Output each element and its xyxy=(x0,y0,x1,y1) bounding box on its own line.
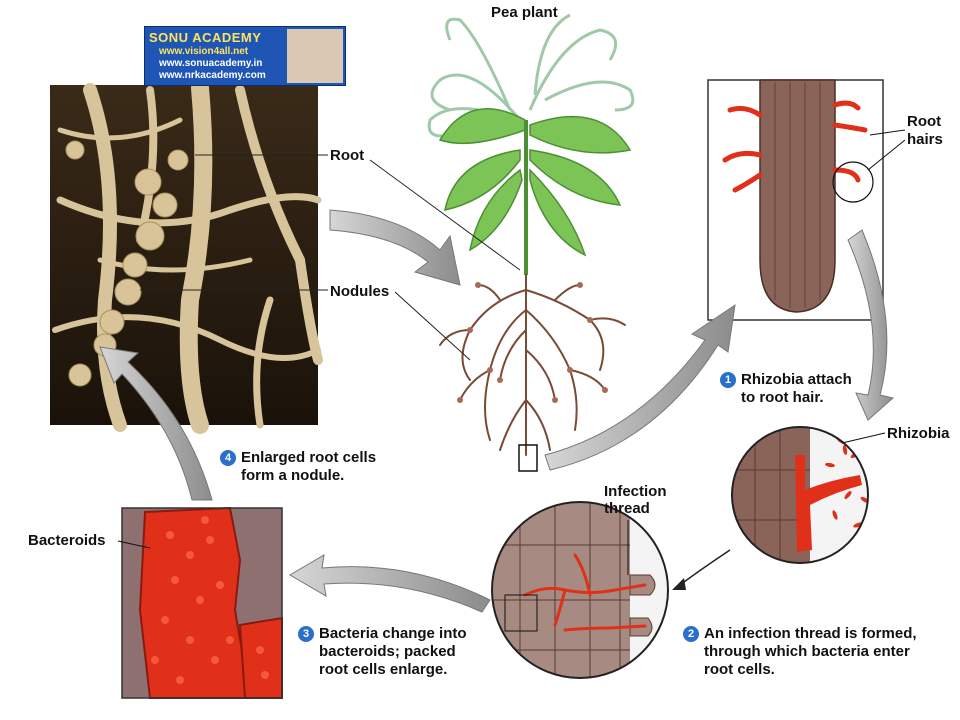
pea-plant xyxy=(427,13,635,472)
label-nodules: Nodules xyxy=(330,283,390,300)
step-2-caption: 2 An infection thread is formed, through … xyxy=(683,625,917,679)
step-4-badge: 4 xyxy=(220,450,236,466)
label-root: Root xyxy=(330,147,365,164)
step-3-line3: root cells enlarge. xyxy=(319,661,448,678)
step-3-line2: bacteroids; packed xyxy=(319,643,456,660)
watermark-line-2: www.sonuacademy.in xyxy=(159,58,263,69)
bacteroid-panel xyxy=(117,506,283,699)
watermark-banner: SONU ACADEMY www.vision4all.net www.sonu… xyxy=(144,26,346,86)
label-bacteroids: Bacteroids xyxy=(28,532,106,549)
nodule-photo xyxy=(50,79,323,434)
label-root-hairs-line1: Root xyxy=(907,113,942,130)
step-3-badge: 3 xyxy=(298,626,314,642)
step-3-caption: 3 Bacteria change into bacteroids; packed… xyxy=(298,625,467,679)
label-infection-thread-line1: Infection xyxy=(604,483,667,500)
step-1-caption: 1 Rhizobia attach to root hair. xyxy=(720,371,852,407)
label-pea-plant: Pea plant xyxy=(491,4,558,21)
watermark-photo xyxy=(287,29,343,83)
process-arrows xyxy=(99,209,895,613)
step-2-line1: An infection thread is formed, xyxy=(704,625,917,642)
step-4-line1: Enlarged root cells xyxy=(241,449,377,466)
step-4-caption: 4 Enlarged root cells form a nodule. xyxy=(220,449,376,485)
step-1-line2: to root hair. xyxy=(741,389,824,406)
step-2-line3: root cells. xyxy=(704,661,775,678)
step-2-line2: through which bacteria enter xyxy=(704,643,910,660)
label-root-hairs-line2: hairs xyxy=(907,131,943,148)
root-tip-panel xyxy=(707,79,906,321)
step-1-badge: 1 xyxy=(720,372,736,388)
zoom-box xyxy=(518,444,538,472)
infection-thread-circle xyxy=(491,501,669,679)
label-rhizobia: Rhizobia xyxy=(887,425,950,442)
rhizobia-attach-circle xyxy=(731,426,886,564)
step-2-badge: 2 xyxy=(683,626,699,642)
watermark-line-3: www.nrkacademy.com xyxy=(159,70,266,81)
step-1-line1: Rhizobia attach xyxy=(741,371,852,388)
photo-leader-lines xyxy=(140,154,521,361)
step-3-line1: Bacteria change into xyxy=(319,625,467,642)
watermark-line-1: www.vision4all.net xyxy=(159,46,249,57)
label-infection-thread-line2: thread xyxy=(604,500,650,517)
small-arrow-2 xyxy=(672,549,731,590)
watermark-title: SONU ACADEMY xyxy=(149,30,262,45)
step-4-line2: form a nodule. xyxy=(241,467,345,484)
